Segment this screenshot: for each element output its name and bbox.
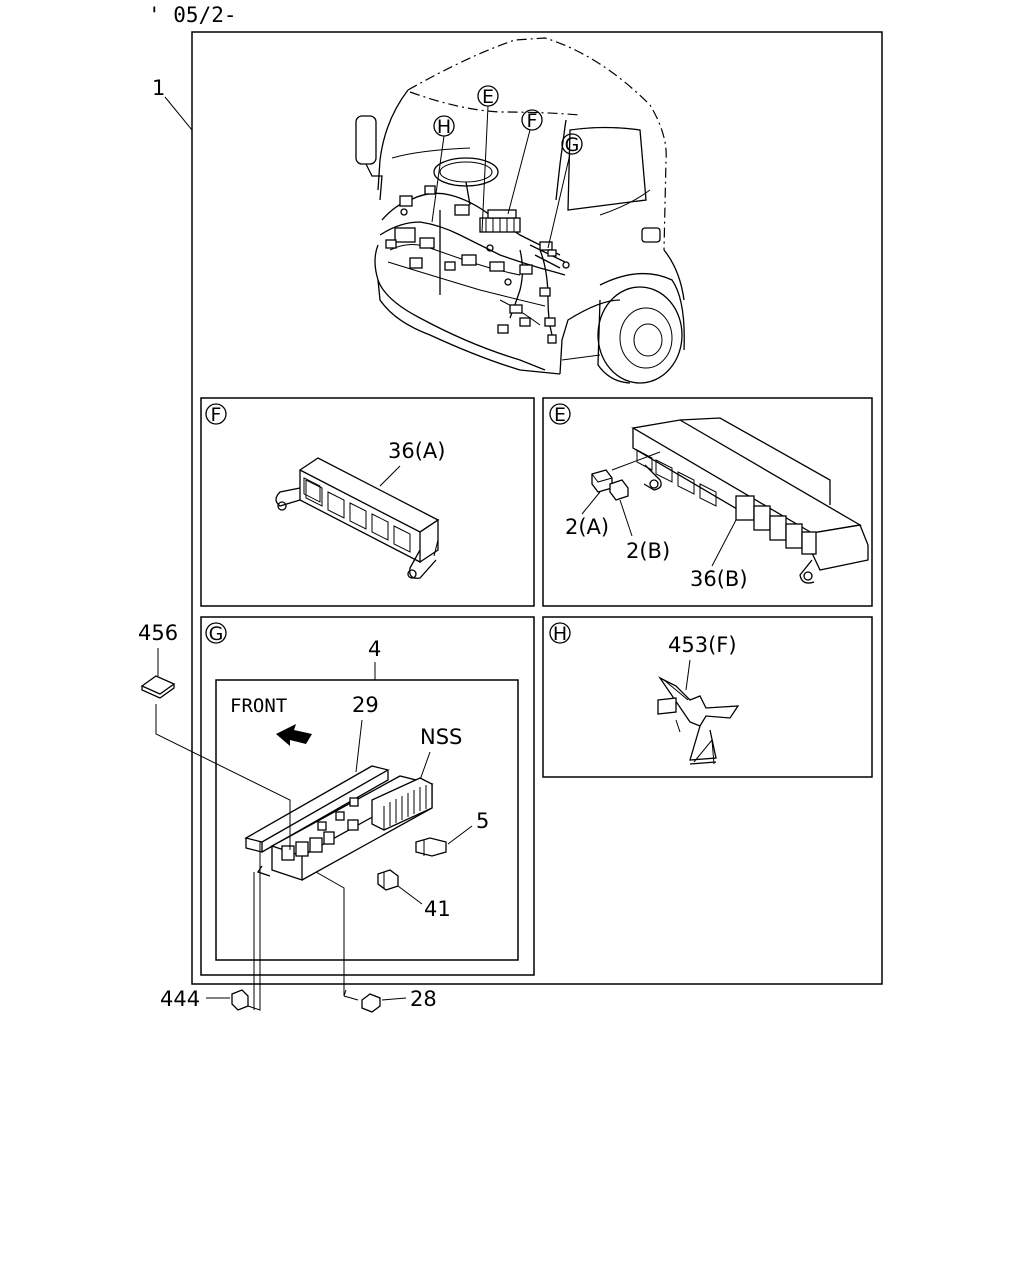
cab-outline (407, 37, 667, 251)
detail-h-marker: H (553, 623, 567, 645)
callout-main-assembly: 1 (152, 76, 165, 100)
mirror (355, 115, 377, 165)
callout-nss: NSS (420, 725, 462, 749)
fuse-box-subframe (215, 679, 519, 961)
marker-e: E (477, 85, 499, 233)
leader-screw (315, 871, 345, 996)
callout-relay-box-e: 36(B) (690, 567, 748, 591)
steering-wheel (433, 157, 499, 187)
front-label: FRONT (230, 695, 287, 717)
callout-fuse-box: 4 (368, 637, 381, 661)
callout-fuse-41: 41 (424, 897, 451, 921)
detail-panel-f: F 36(A) (200, 397, 535, 607)
wheel (597, 286, 683, 384)
detail-panel-e: E 2(A) 2(B) 36(B) (542, 397, 873, 607)
relay-2b (609, 479, 629, 501)
detail-panel-h: H 453(F) (542, 616, 873, 778)
leader-main-assembly (164, 96, 193, 131)
wheel-arch (599, 272, 685, 351)
clip-444 (231, 989, 249, 1011)
detail-f-marker: F (211, 404, 222, 426)
callout-relay-b: 2(B) (626, 539, 670, 563)
main-frame (191, 31, 883, 985)
callout-screw: 28 (410, 987, 437, 1011)
callout-clip: 444 (160, 987, 200, 1011)
svg-text:G: G (565, 134, 580, 156)
fuse-41 (377, 869, 399, 891)
fuse-5 (415, 837, 447, 857)
callout-holder: 453(F) (668, 633, 737, 657)
detail-g-marker: G (209, 623, 224, 645)
leader-pad (155, 704, 291, 850)
front-panel (374, 244, 546, 371)
detail-e-marker: E (554, 404, 566, 426)
wiring-harness (379, 185, 570, 344)
svg-text:H: H (437, 116, 451, 138)
marker-f: F (507, 109, 543, 215)
marker-g: G (547, 133, 583, 249)
date-code: ' 05/2- (148, 3, 237, 27)
truck-cab-illustration: H E F G (355, 37, 685, 384)
holder-453f (658, 676, 740, 727)
leader-clip (247, 842, 261, 1011)
screw-28 (361, 993, 381, 1013)
callout-fuse-5: 5 (476, 809, 489, 833)
callout-relay-a: 2(A) (565, 515, 609, 539)
svg-text:F: F (527, 110, 538, 132)
callout-relay-box-f: 36(A) (388, 439, 445, 463)
marker-h: H (431, 115, 455, 223)
detail-panel-g: G 4 FRONT 29 NSS (200, 616, 535, 976)
svg-text:E: E (482, 86, 494, 108)
front-arrow-icon (276, 724, 312, 746)
callout-bracket: 29 (352, 693, 379, 717)
callout-pad: 456 (138, 621, 178, 645)
